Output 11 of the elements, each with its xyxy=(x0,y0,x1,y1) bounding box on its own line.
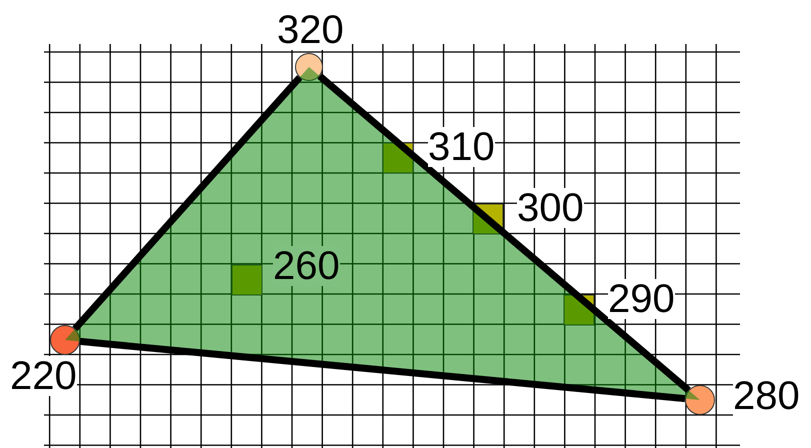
triangle-side xyxy=(317,73,691,393)
value-label: 260 xyxy=(273,246,340,286)
value-label: 220 xyxy=(10,356,77,396)
value-label: 290 xyxy=(608,279,675,319)
triangle-side xyxy=(72,75,302,332)
vertex-dot xyxy=(685,385,715,415)
vertex-dot xyxy=(50,325,80,355)
value-label: 300 xyxy=(517,188,584,228)
triangle-side xyxy=(80,338,686,402)
value-label: 310 xyxy=(428,127,495,167)
vertex-dot xyxy=(295,53,323,81)
